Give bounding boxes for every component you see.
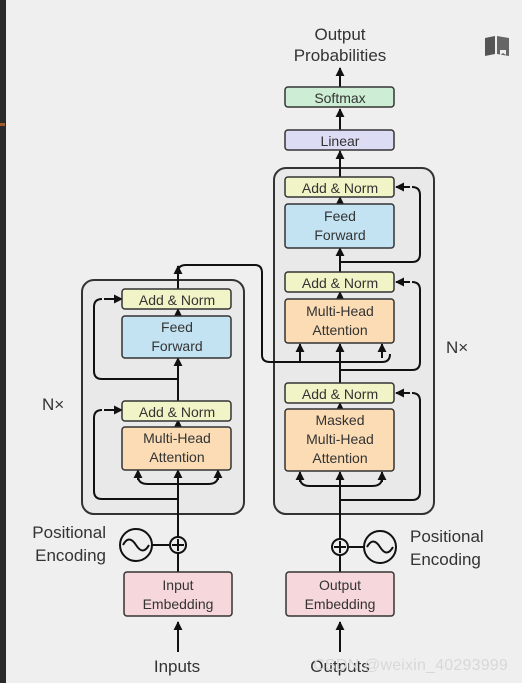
enc-add-norm-top xyxy=(121,288,232,310)
dec-mha-label-2: Attention xyxy=(312,322,367,338)
enc-add-norm-top-label: Add & Norm xyxy=(139,292,215,308)
dec-add-norm-mid-label: Add & Norm xyxy=(302,275,378,291)
output-embedding xyxy=(285,571,395,617)
pe-left-label-1: Positional xyxy=(32,523,106,542)
softmax-block xyxy=(284,86,395,108)
output-title-line1: Output xyxy=(314,25,365,44)
output-embedding-label-1: Output xyxy=(319,577,361,593)
dec-add-norm-mid xyxy=(284,271,395,293)
dec-residual-1 xyxy=(340,392,421,501)
outputs-label: Outputs xyxy=(310,657,370,676)
dec-add-norm-top xyxy=(284,176,395,198)
enc-residual-2 xyxy=(93,298,178,380)
pe-right-label-2: Encoding xyxy=(410,550,481,569)
enc-ff-label-2: Forward xyxy=(151,338,202,354)
dec-mha-label-1: Multi-Head xyxy=(306,303,374,319)
enc-residual-1 xyxy=(93,409,178,500)
decoder-nx-label: N× xyxy=(446,338,468,357)
input-embedding-label-2: Embedding xyxy=(143,596,214,612)
left-dark-edge xyxy=(0,0,6,683)
linear-label: Linear xyxy=(321,133,360,149)
watermark: CSDN @weixin_40293999 xyxy=(313,657,508,674)
dec-residual-3 xyxy=(340,186,421,263)
linear-block xyxy=(284,129,395,151)
output-embedding-label-2: Embedding xyxy=(305,596,376,612)
pe-right-label-1: Positional xyxy=(410,527,484,546)
dec-ff-label-2: Forward xyxy=(314,227,365,243)
pe-left-label-2: Encoding xyxy=(35,546,106,565)
enc-add-norm-bottom xyxy=(121,400,232,422)
enc-ff-label-1: Feed xyxy=(161,319,193,335)
dec-ff-label-1: Feed xyxy=(324,208,356,224)
dec-residual-2 xyxy=(340,281,421,371)
input-embedding-label-1: Input xyxy=(162,577,193,593)
dec-feed-forward xyxy=(284,203,395,249)
dec-masked-label-2: Multi-Head xyxy=(306,431,374,447)
enc-add-norm-bottom-label: Add & Norm xyxy=(139,404,215,420)
softmax-label: Softmax xyxy=(314,90,365,106)
dec-masked-label-3: Attention xyxy=(312,450,367,466)
enc-mha-label-1: Multi-Head xyxy=(143,430,211,446)
circle-plus-icon xyxy=(169,536,187,554)
encoder-stack xyxy=(81,279,245,515)
dec-masked-label-1: Masked xyxy=(315,412,364,428)
output-title-line2: Probabilities xyxy=(294,46,387,65)
input-embedding xyxy=(123,571,233,617)
left-accent-mark xyxy=(0,123,5,126)
sine-wave-icon xyxy=(363,530,397,564)
book-icon[interactable] xyxy=(483,34,511,58)
sine-wave-icon xyxy=(119,528,153,562)
enc-multi-head-attention xyxy=(121,426,232,471)
dec-add-norm-top-label: Add & Norm xyxy=(302,180,378,196)
encoder-nx-label: N× xyxy=(42,395,64,414)
enc-mha-label-2: Attention xyxy=(149,449,204,465)
dec-masked-attention xyxy=(284,408,395,472)
dec-add-norm-bottom xyxy=(284,382,395,404)
dec-add-norm-bottom-label: Add & Norm xyxy=(302,386,378,402)
enc-feed-forward xyxy=(121,315,232,359)
dec-multi-head-attention xyxy=(284,298,395,344)
inputs-label: Inputs xyxy=(154,657,200,676)
circle-plus-icon xyxy=(331,538,349,556)
